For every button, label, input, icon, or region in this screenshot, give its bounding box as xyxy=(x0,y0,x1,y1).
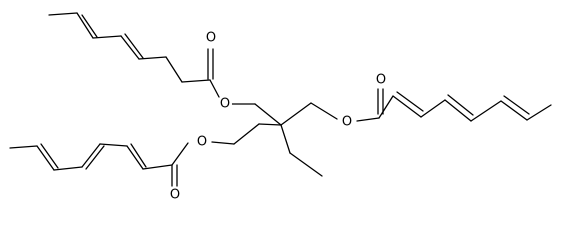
bond xyxy=(124,33,144,59)
bond xyxy=(356,117,380,122)
bond xyxy=(396,91,424,112)
bond xyxy=(289,152,323,177)
bond xyxy=(392,95,422,118)
oxygen-atom: O xyxy=(218,97,232,112)
bond xyxy=(126,145,144,170)
bond xyxy=(500,100,528,121)
bond xyxy=(310,102,338,120)
oxygen-atom: O xyxy=(204,31,218,46)
bond xyxy=(233,123,260,145)
bond xyxy=(130,143,147,168)
atom-label: O xyxy=(170,188,180,203)
bond xyxy=(181,79,211,83)
bond xyxy=(378,95,394,119)
bond xyxy=(142,164,173,170)
atom-label-group: O O O O O O xyxy=(168,31,388,203)
bond xyxy=(48,12,78,16)
bond xyxy=(9,145,38,149)
bond xyxy=(420,99,446,118)
bond-group xyxy=(9,12,552,187)
bond xyxy=(36,145,55,171)
oxygen-atom: O xyxy=(168,188,182,203)
bond xyxy=(211,141,235,145)
bond xyxy=(40,143,59,169)
atom-label: O xyxy=(376,73,386,88)
bond xyxy=(258,123,282,126)
bond xyxy=(85,145,105,170)
bond xyxy=(280,102,312,126)
oxygen-atom: O xyxy=(374,73,388,88)
bond xyxy=(171,142,189,166)
molecule-svg: O O O O O O xyxy=(9,12,552,203)
molecule-diagram: O O O O O O xyxy=(9,12,552,203)
atom-label: O xyxy=(206,31,216,46)
bond xyxy=(81,14,98,38)
bond xyxy=(165,56,183,83)
atom-label: O xyxy=(197,135,207,150)
atom-label: O xyxy=(342,115,352,130)
bond xyxy=(470,100,502,122)
bond xyxy=(76,12,94,39)
bond xyxy=(53,166,83,171)
bond xyxy=(447,94,474,116)
bond xyxy=(81,143,101,168)
bond xyxy=(280,124,291,154)
bond xyxy=(138,56,167,60)
bond xyxy=(99,143,128,147)
oxygen-atom: O xyxy=(195,135,209,150)
bond xyxy=(120,35,140,60)
atom-label: O xyxy=(220,97,230,112)
bond xyxy=(503,95,530,115)
oxygen-atom: O xyxy=(340,115,354,130)
bond xyxy=(92,35,122,39)
bond xyxy=(526,104,552,121)
bond xyxy=(444,99,472,122)
bond xyxy=(254,103,282,126)
bond xyxy=(209,79,220,98)
